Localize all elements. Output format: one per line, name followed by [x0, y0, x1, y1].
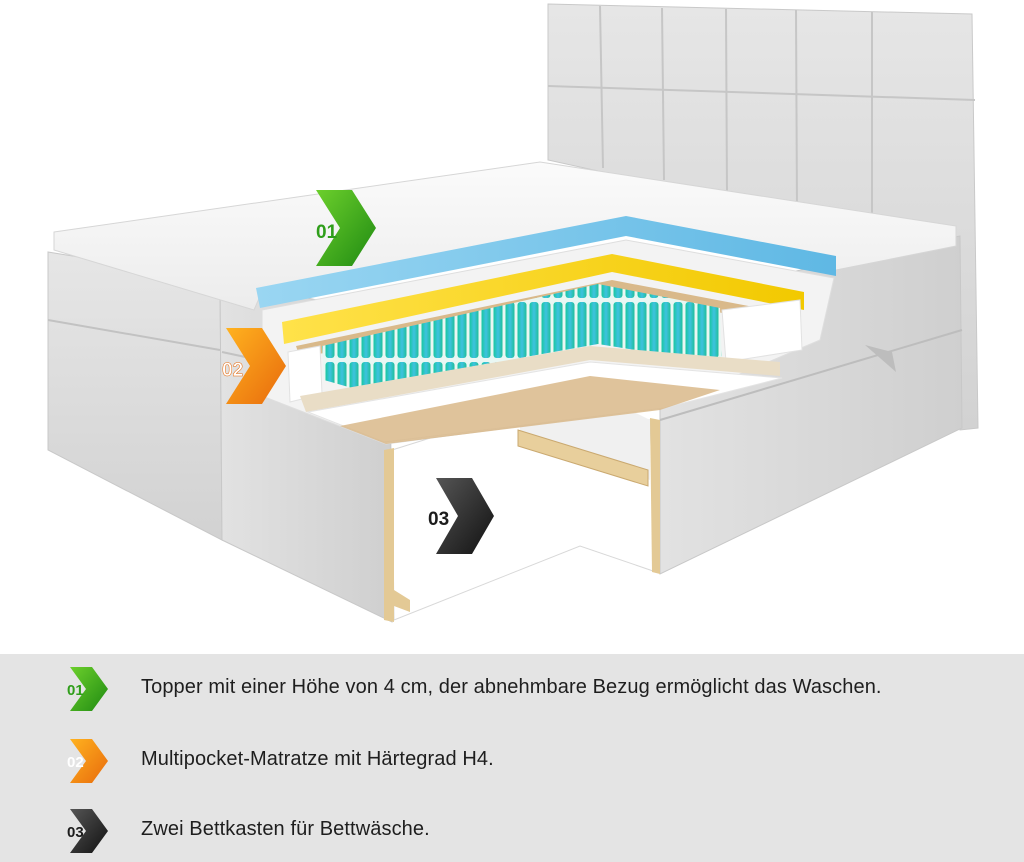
badge-01-icon: 01: [67, 667, 108, 711]
legend-item-storage: 03 Zwei Bettkasten für Bettwäsche.: [0, 804, 1024, 856]
legend-badge-03-number: 03: [67, 824, 84, 841]
legend-badge-02-number: 02: [67, 754, 84, 771]
badge-03-icon: 03: [67, 809, 108, 853]
badge-01-number: 01: [316, 222, 338, 243]
badge-02-number: 02: [222, 360, 243, 381]
badge-02-marker: 02: [222, 328, 286, 404]
bed-cross-section-graphic: 01 02 03: [47, 3, 979, 623]
legend-text-topper: Topper mit einer Höhe von 4 cm, der abne…: [141, 676, 882, 698]
legend-badge-01-number: 01: [67, 682, 84, 699]
legend-item-topper: 01 Topper mit einer Höhe von 4 cm, der a…: [0, 662, 1024, 714]
legend-text-storage: Zwei Bettkasten für Bettwäsche.: [141, 818, 430, 840]
badge-02-icon: 02: [67, 739, 108, 783]
boxspring-bed-illustration: 01 02 03: [47, 3, 979, 623]
headboard: [547, 3, 979, 431]
legend-item-mattress: 02 Multipocket-Matratze mit Härtegrad H4…: [0, 734, 1024, 786]
badge-03-marker: 03: [428, 478, 494, 554]
badge-01-marker: 01: [316, 190, 376, 266]
legend-text-mattress: Multipocket-Matratze mit Härtegrad H4.: [141, 748, 494, 770]
mattress-cross-section: [256, 216, 836, 445]
legend-panel: 01 Topper mit einer Höhe von 4 cm, der a…: [0, 654, 1024, 862]
badge-03-number: 03: [428, 509, 449, 530]
